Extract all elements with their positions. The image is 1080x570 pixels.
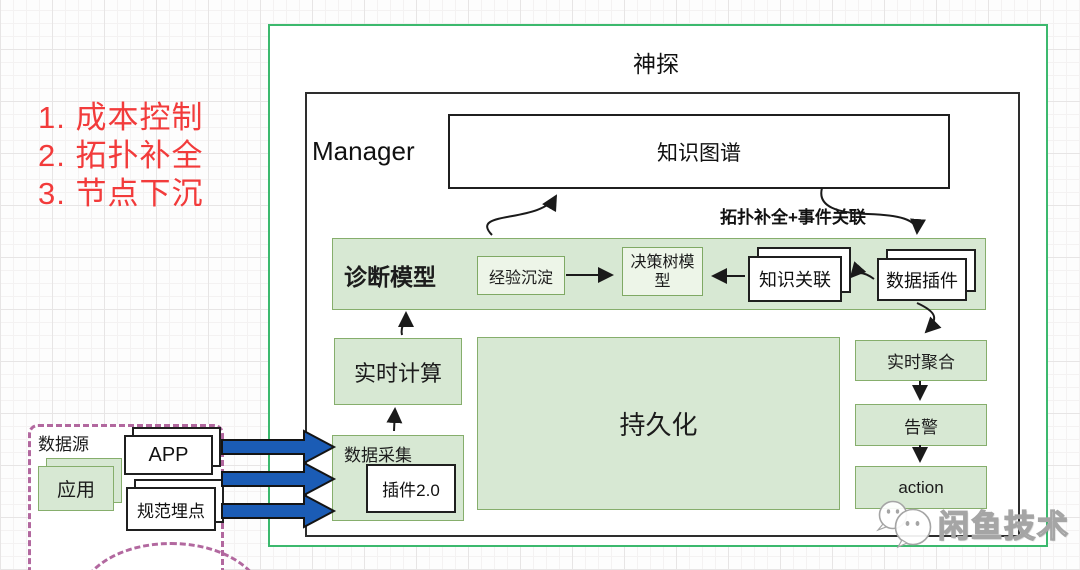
application-box: 应用	[38, 466, 114, 511]
persistence-box: 持久化	[477, 337, 840, 510]
realtime-aggregate-box: 实时聚合	[855, 340, 987, 381]
watermark: 闲鱼技术	[872, 496, 1070, 550]
app-stack: APP	[124, 427, 221, 475]
watermark-text: 闲鱼技术	[937, 508, 1070, 544]
topo-event-label: 拓扑补全+事件关联	[720, 208, 866, 227]
app-label: APP	[148, 443, 189, 466]
realtime-compute-box: 实时计算	[334, 338, 462, 405]
goal-item: 2. 拓扑补全	[38, 138, 204, 173]
wechat-icon	[876, 500, 932, 549]
experience-box: 经验沉淀	[477, 256, 565, 295]
data-collect-label: 数据采集	[344, 446, 412, 465]
data-plugin-stack: 数据插件	[877, 249, 976, 301]
diagnosis-model-label: 诊断模型	[344, 264, 436, 290]
plugin-v2-box: 插件2.0	[366, 464, 456, 513]
knowledge-graph-box: 知识图谱	[448, 114, 950, 189]
data-plugin-box: 数据插件	[877, 258, 967, 301]
data-plugin-label: 数据插件	[886, 270, 958, 291]
application-label: 应用	[56, 480, 95, 501]
application-stack: 应用	[38, 458, 122, 511]
goal-list: 1. 成本控制 2. 拓扑补全 3. 节点下沉	[38, 99, 203, 213]
app-box: APP	[124, 435, 213, 475]
standard-tracking-box: 规范埋点	[126, 487, 216, 531]
action-box: action	[855, 466, 987, 509]
manager-label: Manager	[312, 136, 415, 166]
knowledge-relation-label: 知识关联	[759, 270, 831, 290]
goal-item: 3. 节点下沉	[38, 176, 204, 211]
goal-item: 1. 成本控制	[38, 100, 204, 135]
decision-tree-box: 决策树模型	[622, 247, 703, 296]
standard-tracking-label: 规范埋点	[137, 501, 205, 521]
datasource-label: 数据源	[38, 435, 89, 454]
diagram-title: 神探	[633, 51, 679, 77]
knowledge-relation-stack: 知识关联	[748, 247, 851, 302]
alert-box: 告警	[855, 404, 987, 446]
standard-tracking-stack: 规范埋点	[126, 479, 224, 531]
knowledge-relation-box: 知识关联	[748, 256, 842, 302]
